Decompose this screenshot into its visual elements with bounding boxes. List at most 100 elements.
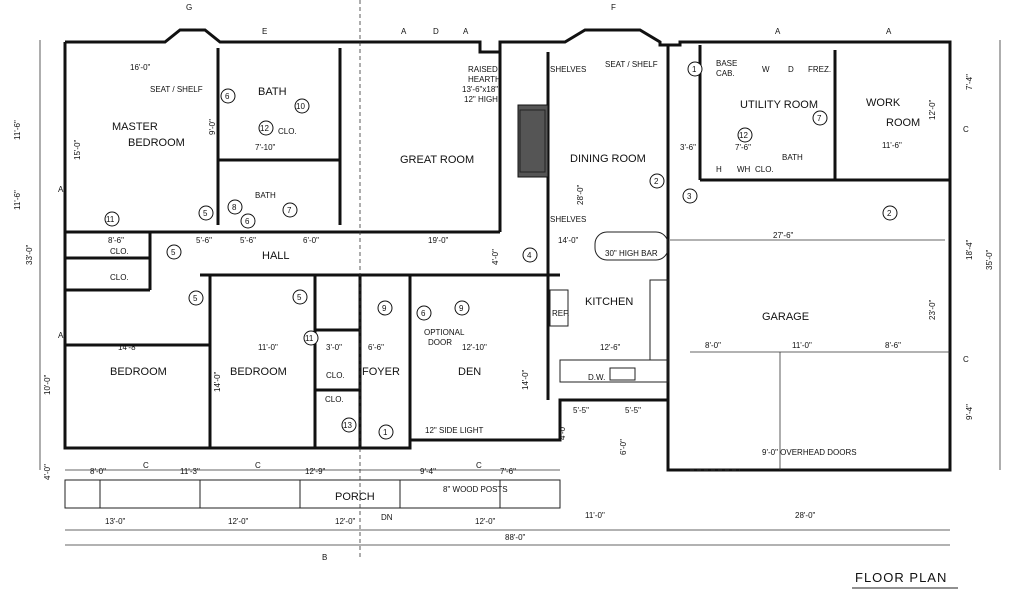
dim-11-0-bot: 11'-0" <box>585 511 605 520</box>
dim-12-9: 12'-9" <box>305 467 326 476</box>
note-freezer: FREZ. <box>808 65 831 74</box>
dim-8-0: 8'-0" <box>90 467 106 476</box>
room-utility-label: UTILITY ROOM <box>740 99 818 111</box>
dim-14-0-bed: 14'-0" <box>213 371 222 392</box>
dim-8-6: 8'-6" <box>108 236 124 245</box>
note-clo-foyer2: CLO. <box>325 395 344 404</box>
dim-5-6a: 5'-6" <box>196 236 212 245</box>
marker-9a: 9 <box>382 304 387 313</box>
room-bedroom-1-label: BEDROOM <box>110 366 167 378</box>
dimension-lines <box>39 0 1001 560</box>
dim-9-4-right: 9'-4" <box>965 404 974 420</box>
room-hall-label: HALL <box>262 250 290 262</box>
dim-14-8: 14'-8" <box>118 343 139 352</box>
section-g1: G <box>186 3 192 12</box>
marker-5a: 5 <box>203 209 208 218</box>
marker-5d: 5 <box>297 293 302 302</box>
note-base-cab-2: CAB. <box>716 69 735 78</box>
section-c5: C <box>963 355 969 364</box>
marker-8: 8 <box>232 203 237 212</box>
section-a1: A <box>401 27 407 36</box>
dim-12-0c: 12'-0" <box>475 517 496 526</box>
marker-1b: 1 <box>692 65 697 74</box>
note-raised-hearth-1: RAISED <box>468 65 498 74</box>
dim-11-3: 11'-3" <box>180 467 200 476</box>
dim-23-0: 23'-0" <box>928 299 937 320</box>
dim-12-10: 12'-10" <box>462 343 487 352</box>
section-b1: B <box>322 553 327 562</box>
dim-10-0: 10'-0" <box>43 374 52 395</box>
dim-12-0b: 12'-0" <box>335 517 356 526</box>
drawing-title: FLOOR PLAN <box>855 570 947 585</box>
dim-27-6: 27'-6" <box>773 231 794 240</box>
note-raised-hearth-4: 12" HIGH <box>464 95 498 104</box>
section-d1: D <box>433 27 439 36</box>
note-dryer: D <box>788 65 794 74</box>
dim-3-0: 3'-0" <box>326 343 342 352</box>
interior-walls <box>65 45 950 448</box>
note-clo-hall-1: CLO. <box>110 247 129 256</box>
section-markers: A D A E G F A A A A C C C C C B <box>58 3 969 562</box>
marker-9b: 9 <box>459 304 464 313</box>
marker-5c: 5 <box>193 294 198 303</box>
dim-4-0-kit: 4'-0" <box>491 249 500 265</box>
note-ref: REF. <box>552 309 569 318</box>
marker-3: 3 <box>687 192 692 201</box>
dim-4-0-mid: 4'-0" <box>558 424 567 440</box>
dim-6-6: 6'-6" <box>368 343 384 352</box>
notes: SEAT / SHELF SEAT / SHELF RAISED HEARTH … <box>110 59 857 522</box>
room-work-label-2: ROOM <box>886 117 920 129</box>
marker-10: 10 <box>296 102 305 111</box>
section-a3: A <box>775 27 781 36</box>
room-labels: MASTER BEDROOM BATH BATH GREAT ROOM DINI… <box>110 86 920 503</box>
dim-3-6: 3'-6" <box>680 143 696 152</box>
dim-5-6b: 5'-6" <box>240 236 256 245</box>
dim-12-6: 12'-6" <box>600 343 621 352</box>
marker-2b: 2 <box>887 209 892 218</box>
dim-35-0: 35'-0" <box>985 249 994 270</box>
room-garage-label: GARAGE <box>762 311 809 323</box>
room-master-label-1: MASTER <box>112 121 158 133</box>
marker-13: 13 <box>343 421 352 430</box>
dim-13-0: 13'-0" <box>105 517 126 526</box>
dim-6-0: 6'-0" <box>303 236 319 245</box>
dim-8-6-gar: 8'-6" <box>885 341 901 350</box>
marker-11a: 11 <box>106 215 115 224</box>
garage-doors <box>670 239 950 471</box>
dim-9-4: 9'-4" <box>420 467 436 476</box>
note-optional-door-1: OPTIONAL <box>424 328 465 337</box>
dim-7-4: 7'-4" <box>965 74 974 90</box>
note-side-light: 12" SIDE LIGHT <box>425 426 484 435</box>
marker-6a: 6 <box>225 92 230 101</box>
dim-33-0: 33'-0" <box>25 244 34 265</box>
note-seat-shelf-right: SEAT / SHELF <box>605 60 658 69</box>
circle-markers: 2 3 2 4 5 5 5 5 6 6 6 7 7 8 9 9 10 11 11… <box>104 61 898 440</box>
room-master-label-2: BEDROOM <box>128 137 185 149</box>
note-clo-foyer: CLO. <box>326 371 345 380</box>
room-work-label-1: WORK <box>866 97 901 109</box>
room-bath-top-label: BATH <box>258 86 287 98</box>
section-c4: C <box>963 125 969 134</box>
dim-16-0: 16'-0" <box>130 63 151 72</box>
dim-8-0-gar: 8'-0" <box>705 341 721 350</box>
dim-6-0-v: 6'-0" <box>619 439 628 455</box>
marker-6c: 6 <box>421 309 426 318</box>
dim-18-4: 18'-4" <box>965 239 974 260</box>
dim-88-0: 88'-0" <box>505 533 526 542</box>
note-high-bar: 30" HIGH BAR <box>605 249 658 258</box>
dim-14-0-hall: 14'-0" <box>558 236 579 245</box>
room-dining-label: DINING ROOM <box>570 153 646 165</box>
room-bedroom-2-label: BEDROOM <box>230 366 287 378</box>
marker-12b: 12 <box>739 131 748 140</box>
note-shelves-top: SHELVES <box>550 65 586 74</box>
note-dn: DN <box>381 513 393 522</box>
note-clo-bath: CLO. <box>278 127 297 136</box>
marker-12a: 12 <box>260 124 269 133</box>
section-a4: A <box>886 27 892 36</box>
kitchen-counters <box>549 231 669 383</box>
marker-1a: 1 <box>383 428 388 437</box>
note-shelves-bottom: SHELVES <box>550 215 586 224</box>
note-clo-util: CLO. <box>755 165 774 174</box>
